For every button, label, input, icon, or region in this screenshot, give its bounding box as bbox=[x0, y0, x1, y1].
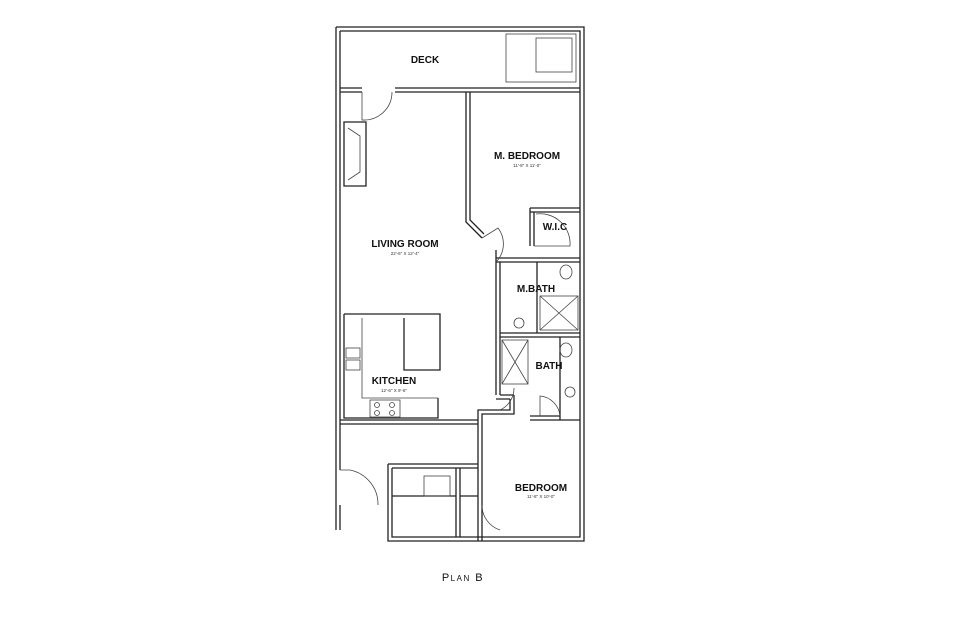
room-label-deck: DECK bbox=[411, 55, 440, 66]
room-label-bedroom: BEDROOM bbox=[515, 483, 567, 494]
room-label-kitchen: KITCHEN bbox=[372, 376, 416, 387]
room-label-wic: W.I.C bbox=[543, 222, 567, 233]
room-label-bath: BATH bbox=[535, 361, 562, 372]
room-label-master-bedroom: M. BEDROOM bbox=[494, 151, 560, 162]
room-label-master-bath: M.BATH bbox=[517, 284, 555, 295]
plan-caption: Plan B bbox=[442, 572, 484, 584]
room-label-living-room: LIVING ROOM bbox=[371, 239, 438, 250]
walls bbox=[335, 26, 585, 542]
room-size-living-room: 22'-6" X 12'-4" bbox=[391, 251, 420, 256]
room-size-kitchen: 12'-6" X 9'-6" bbox=[381, 388, 407, 393]
room-size-master-bedroom: 11'-8" X 11'-0" bbox=[513, 163, 541, 168]
room-size-bedroom: 11'-8" X 10'-0" bbox=[527, 494, 555, 499]
